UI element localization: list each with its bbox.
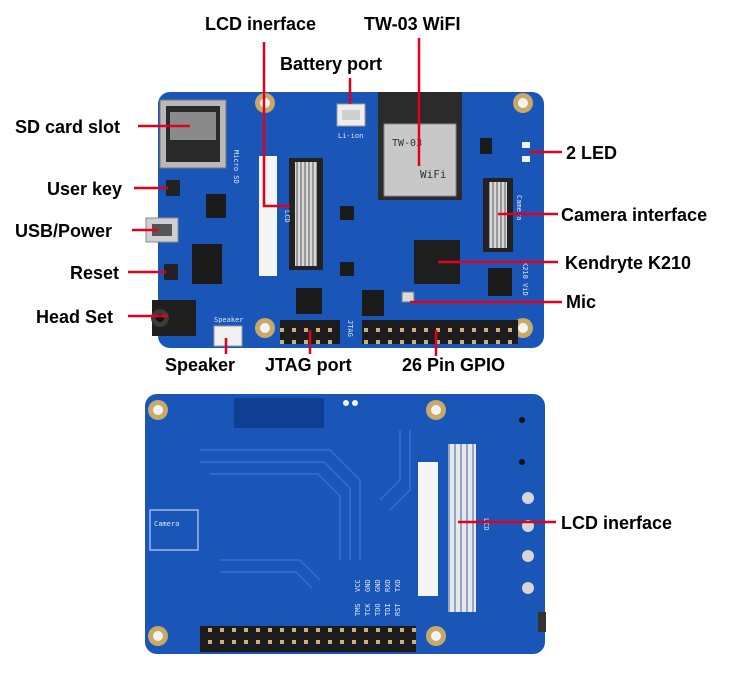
- user-key-button: [166, 180, 180, 196]
- silk-wifi-chip: TW-03: [392, 138, 422, 149]
- label-lcd-interface: LCD inerface: [205, 14, 316, 34]
- back-gpio-pads: [200, 626, 416, 652]
- ic-right-1: [488, 268, 512, 296]
- silk-jtag-pin-5: VCC: [354, 579, 362, 592]
- ic-middle-2: [362, 290, 384, 316]
- silk-jtag: JTAG: [346, 320, 354, 337]
- label-wifi: TW-03 WiFI: [364, 14, 460, 34]
- speaker-connector: [213, 325, 243, 347]
- sd-card-slot: [159, 99, 227, 169]
- headset-jack: [151, 300, 196, 336]
- label-speaker: Speaker: [165, 355, 235, 375]
- silk-li-ion: Li-ion: [338, 132, 363, 140]
- silk-back-lcd: LCD: [482, 518, 490, 531]
- ic-middle-1: [296, 288, 322, 314]
- leader-lcd-front: [262, 42, 290, 208]
- usb-connector: [145, 217, 179, 243]
- label-camera-interface: Camera interface: [561, 205, 707, 225]
- silk-lcd: LCD: [283, 210, 291, 223]
- battery-connector: [336, 103, 366, 127]
- mounting-holes-back: [148, 400, 446, 646]
- back-lcd-silk-bar: [418, 462, 438, 596]
- mic: [401, 291, 415, 303]
- silk-k210: K210 ViD: [521, 262, 529, 296]
- label-kendryte: Kendryte K210: [565, 253, 691, 273]
- back-dark-region: [234, 398, 324, 428]
- label-sd-card-slot: SD card slot: [15, 117, 120, 137]
- front-board: Micro SD Speaker LCD: [145, 92, 544, 348]
- silk-camera: Camera: [515, 195, 523, 220]
- silk-jtag-pin-0: TMS: [354, 603, 362, 616]
- lcd-fpc-connector: [289, 158, 323, 270]
- ic-left-2: [206, 194, 226, 218]
- silk-micro-sd: Micro SD: [232, 150, 240, 184]
- leader-lines: [128, 38, 562, 524]
- label-reset: Reset: [70, 263, 119, 283]
- lcd-silk-bar: [259, 156, 277, 276]
- labels: LCD inerface TW-03 WiFI Battery port SD …: [15, 14, 707, 533]
- ic-middle-4: [340, 262, 354, 276]
- back-side-pads: [519, 417, 546, 632]
- label-gpio: 26 Pin GPIO: [402, 355, 505, 375]
- silk-jtag-pin-4: RST: [394, 603, 402, 616]
- silk-back-camera: Camera: [154, 520, 179, 528]
- led-2: [522, 156, 530, 162]
- back-board: Camera LCD TMS T: [145, 394, 546, 654]
- silk-jtag-pin-2: TDO: [374, 603, 382, 616]
- ic-left-1: [192, 244, 222, 284]
- label-usb-power: USB/Power: [15, 221, 112, 241]
- label-head-set: Head Set: [36, 307, 113, 327]
- ic-right-2: [480, 138, 492, 154]
- back-camera-outline: [149, 509, 199, 551]
- label-lcd-interface-back: LCD inerface: [561, 513, 672, 533]
- silk-jtag-pin-9: TXD: [394, 579, 402, 592]
- silk-jtag-pin-3: TDI: [384, 603, 392, 616]
- back-traces: [200, 430, 411, 589]
- back-pcb: [145, 394, 545, 654]
- label-jtag-port: JTAG port: [265, 355, 352, 375]
- gpio-header: [362, 320, 518, 344]
- back-lcd-pads: [448, 444, 476, 612]
- silk-wifi-text: WiFi: [420, 168, 447, 181]
- reset-button: [164, 264, 178, 280]
- label-mic: Mic: [566, 292, 596, 312]
- back-jtag-labels: TMS TCK TDO TDI RST VCC GND GND RXD TXD: [354, 579, 402, 616]
- led-1: [522, 142, 530, 148]
- label-battery-port: Battery port: [280, 54, 382, 74]
- ic-middle-3: [340, 206, 354, 220]
- silk-jtag-pin-7: GND: [374, 579, 382, 592]
- silk-jtag-pin-1: TCK: [364, 603, 372, 616]
- label-2-led: 2 LED: [566, 143, 617, 163]
- label-user-key: User key: [47, 179, 122, 199]
- silk-jtag-pin-6: GND: [364, 579, 372, 592]
- silk-speaker: Speaker: [214, 316, 244, 324]
- silk-jtag-pin-8: RXD: [384, 579, 392, 592]
